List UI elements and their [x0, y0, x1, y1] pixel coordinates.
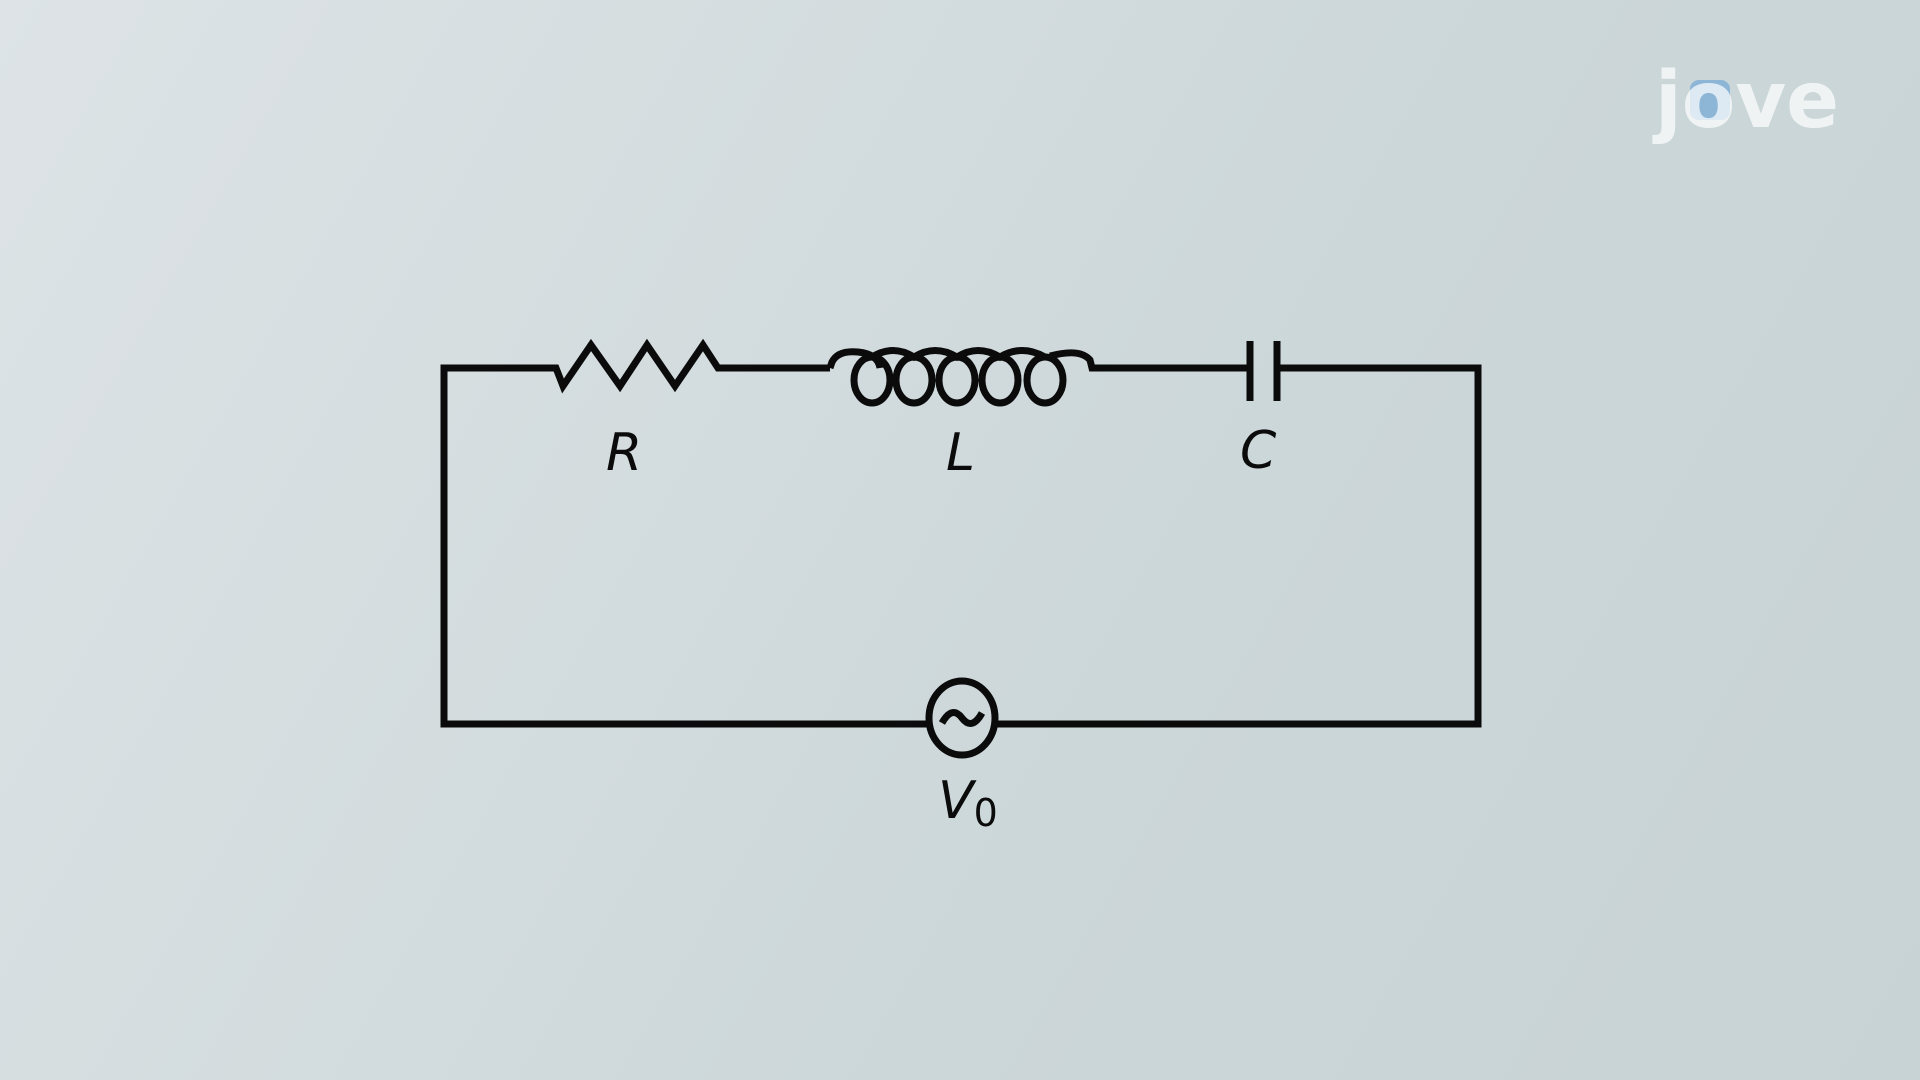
- circuit-wire-left-top: [440, 364, 928, 728]
- capacitor-symbol: [1246, 341, 1281, 401]
- brand-name: jove: [1652, 56, 1839, 146]
- sine-wave-icon: [938, 709, 986, 727]
- capacitor-label: C: [1240, 421, 1277, 481]
- ac-source-label: V0: [938, 771, 998, 835]
- ac-source-symbol-text: V: [938, 771, 977, 831]
- jove-logo: jove: [1652, 56, 1839, 146]
- resistor-label: R: [606, 423, 642, 483]
- circuit-wire-right-bottom: [996, 364, 1482, 728]
- chat-bubble-icon: [1690, 80, 1730, 120]
- inductor-symbol: [826, 347, 1250, 407]
- ac-source-symbol: [925, 677, 999, 759]
- resistor-symbol: [546, 338, 830, 394]
- ac-source-subscript: 0: [974, 791, 998, 835]
- inductor-label: L: [946, 423, 975, 483]
